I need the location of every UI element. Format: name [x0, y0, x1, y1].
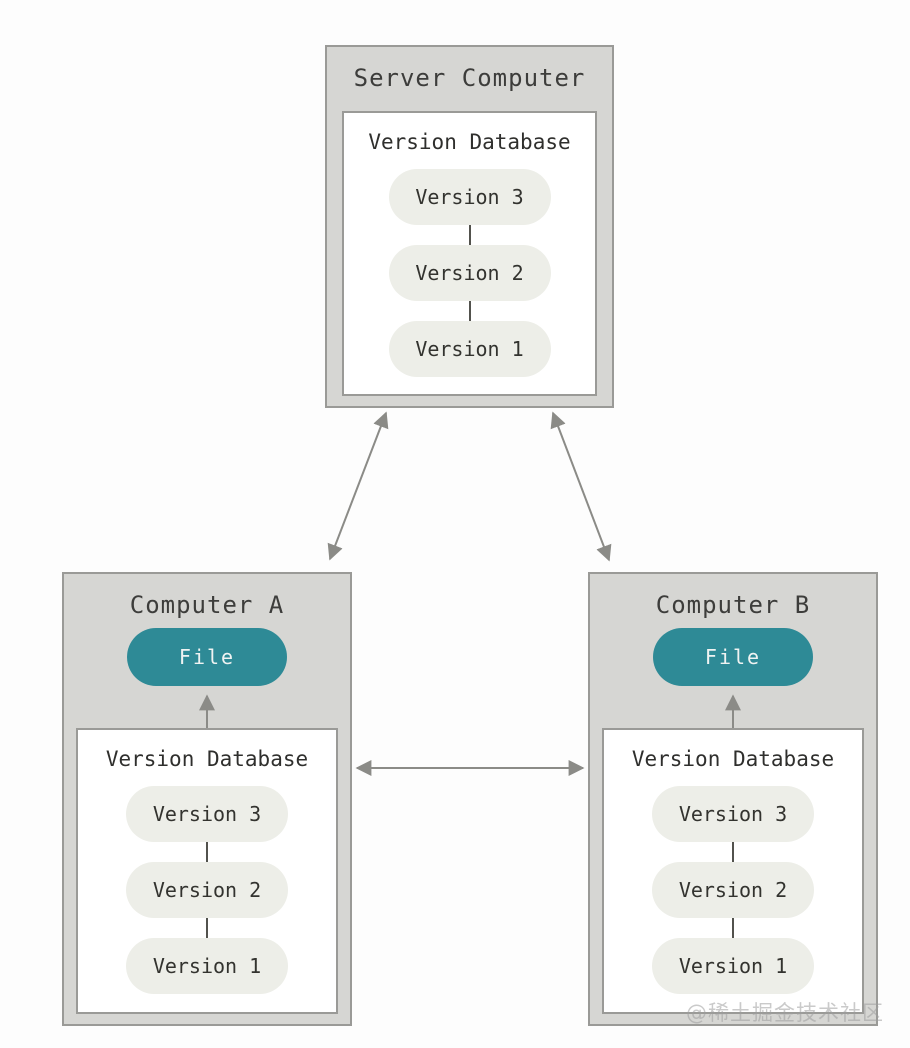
version-connector: [468, 225, 471, 245]
computer-b-title: Computer B: [655, 591, 811, 619]
computer-a-version-database-title: Version Database: [105, 747, 309, 771]
computer-b-version-2-pill: Version 2: [652, 862, 814, 918]
arrow-server-computer-a: [327, 411, 389, 561]
computer-a-box: Computer A File Version Database Version…: [62, 572, 352, 1026]
version-connector: [732, 918, 734, 938]
version-connector: [468, 301, 471, 321]
server-computer-box: Server Computer Version Database Version…: [325, 45, 614, 408]
computer-a-title: Computer A: [129, 591, 285, 619]
computer-a-file-pill: File: [127, 628, 287, 686]
server-version-3-pill: Version 3: [388, 169, 551, 225]
computer-a-version-database-box: Version Database Version 3 Version 2 Ver…: [76, 728, 338, 1014]
computer-a-version-2-pill: Version 2: [126, 862, 288, 918]
version-connector: [206, 918, 208, 938]
version-connector: [732, 842, 734, 862]
version-connector: [206, 842, 208, 862]
computer-b-box: Computer B File Version Database Version…: [588, 572, 878, 1026]
server-version-1-pill: Version 1: [388, 321, 551, 377]
server-computer-title: Server Computer: [353, 64, 586, 92]
computer-a-version-3-pill: Version 3: [126, 786, 288, 842]
computer-b-file-pill: File: [653, 628, 813, 686]
computer-b-version-1-pill: Version 1: [652, 938, 814, 994]
arrow-server-computer-b: [550, 411, 612, 562]
computer-b-version-3-pill: Version 3: [652, 786, 814, 842]
server-version-2-pill: Version 2: [388, 245, 551, 301]
server-version-database-box: Version Database Version 3 Version 2 Ver…: [342, 111, 597, 396]
server-version-database-title: Version Database: [368, 130, 571, 154]
watermark-text: @稀土掘金技术社区: [686, 1001, 884, 1025]
computer-b-version-database-title: Version Database: [631, 747, 835, 771]
computer-a-version-1-pill: Version 1: [126, 938, 288, 994]
computer-b-version-database-box: Version Database Version 3 Version 2 Ver…: [602, 728, 864, 1014]
